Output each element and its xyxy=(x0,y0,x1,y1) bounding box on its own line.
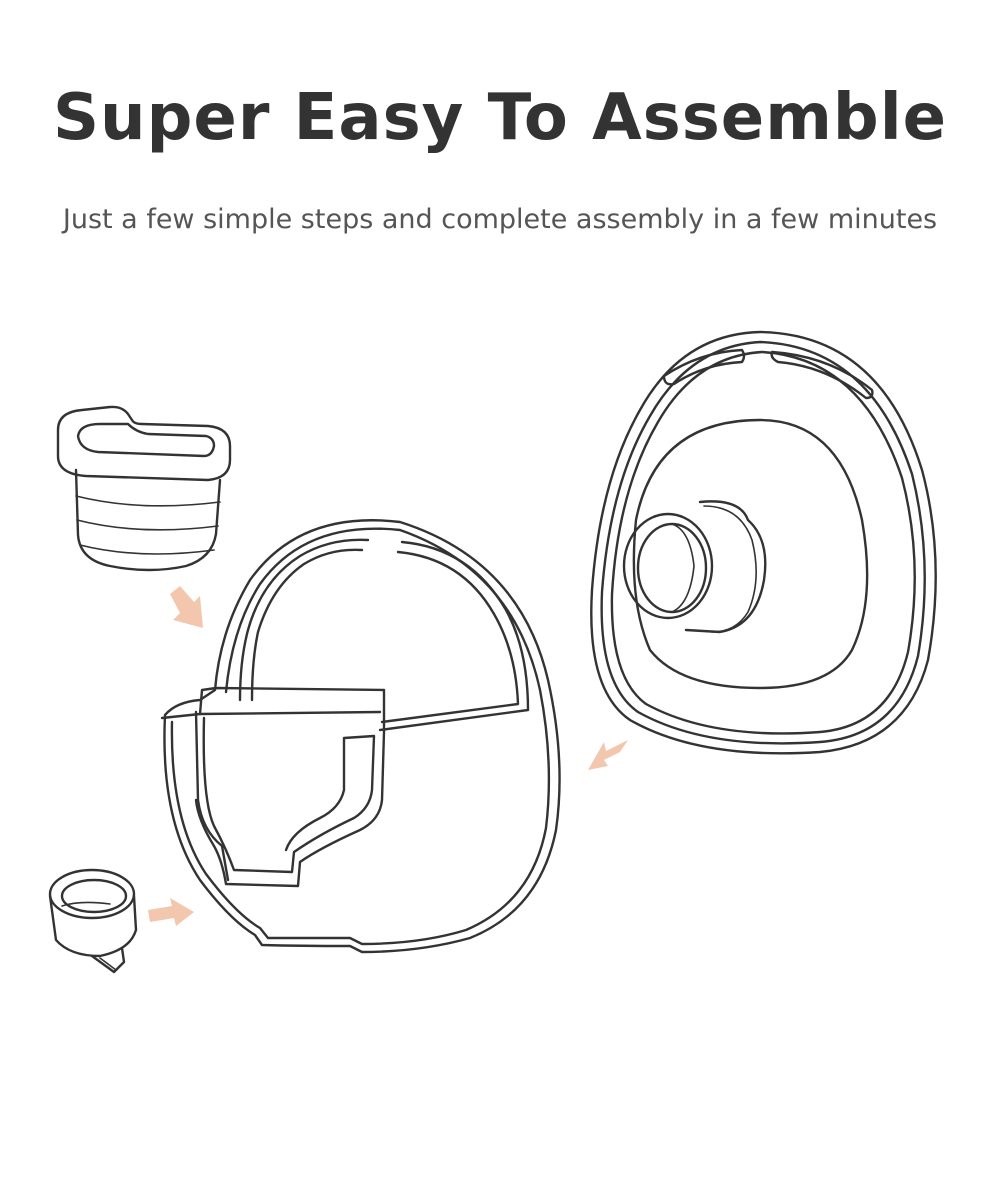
assembly-arrow-1 xyxy=(170,586,203,628)
page-title: Super Easy To Assemble xyxy=(52,81,948,155)
page-subtitle: Just a few simple steps and complete ass… xyxy=(62,204,938,235)
assembly-arrow-2 xyxy=(588,740,628,770)
assembly-arrow-3 xyxy=(148,898,194,926)
breast-shield-flange-part xyxy=(590,330,937,755)
pump-body-part xyxy=(160,519,561,954)
connector-cap-part xyxy=(56,405,232,572)
valve-part xyxy=(48,868,138,974)
